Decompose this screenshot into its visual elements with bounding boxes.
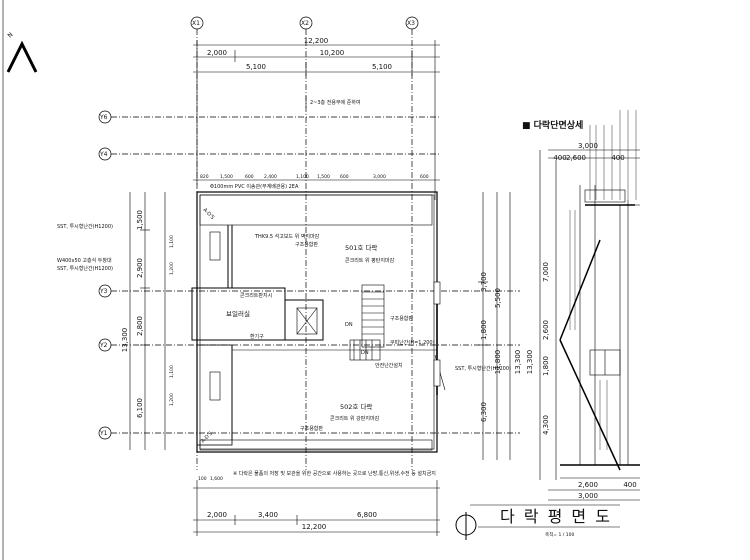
bottom-dim-6800: 6,800	[357, 511, 377, 519]
roof-note: 2~3층 전용부에 준하여	[310, 99, 361, 106]
title-symbol-icon	[455, 504, 620, 540]
section-left-dim-4300: 4,300	[542, 415, 550, 435]
right-dim-13300: 13,300	[514, 350, 522, 375]
left-dim-2800: 2,800	[136, 316, 144, 336]
bottom-dim-2000: 2,000	[207, 511, 227, 519]
right-dim-6300: 6,300	[480, 402, 488, 422]
grid-y1-label: Y1	[99, 430, 108, 437]
room-501-floor: 콘크리트 위 평탄지마감	[345, 257, 395, 264]
top-dim-5100-a: 5,100	[246, 63, 266, 71]
top-small-dims: 820 1,500 600 2,400 1,100 1,500 600 3,00…	[200, 174, 429, 180]
north-label: N	[6, 31, 14, 39]
section-bottom-dim-3000: 3,000	[578, 492, 598, 500]
svg-text:1,500: 1,500	[317, 174, 330, 180]
left-small-1: 1,100	[169, 235, 175, 248]
stair-note-2: 구조용합판	[300, 425, 323, 432]
grid-y2-label: Y2	[99, 342, 108, 349]
bottom-dim-3400: 3,400	[258, 511, 278, 519]
top-dim-2000: 2,000	[207, 49, 227, 57]
section-top-dim-3000: 3,000	[578, 142, 598, 150]
top-dim-10200: 10,200	[320, 49, 345, 57]
left-dim-2900: 2,900	[136, 258, 144, 278]
top-dim-5100-b: 5,100	[372, 63, 392, 71]
right-dim-5500: 5,500	[494, 288, 502, 308]
left-small-3: 1,100	[169, 365, 175, 378]
grid-y4-label: Y4	[99, 151, 108, 158]
bottom-total-dim: 12,200	[302, 523, 327, 531]
left-dim-1500: 1,500	[136, 210, 144, 230]
dn-label-2: DN	[361, 350, 369, 356]
left-small-4: 1,200	[169, 393, 175, 406]
room-502-label: 502호 다락	[340, 402, 372, 411]
top-dimension-lines	[193, 40, 440, 200]
w400-note: W400x50 고층식 두창대	[57, 257, 112, 264]
glass-note: Φ100mm PVC 이송관(부계배관용) 2EA	[210, 183, 299, 190]
svg-text:600: 600	[420, 174, 429, 180]
top-total-dim: 12,200	[304, 37, 329, 45]
room-502-floor: 콘크리트 위 강판지마감	[330, 415, 380, 422]
drawing-title: 다 락 평 면 도	[500, 507, 612, 526]
right-dim-1800: 1,800	[480, 320, 488, 340]
gypsum-note: THK9.5 석고보드 위 벽지마감	[254, 233, 320, 240]
right-dim-11800: 11,800	[494, 350, 502, 375]
grid-y3-label: Y3	[99, 288, 108, 295]
drawing-scale: 축척= 1 / 100	[545, 531, 574, 538]
shaft-note: 환기구	[250, 333, 264, 340]
boiler-room-label: 보일러실	[226, 309, 250, 318]
north-arrow-icon: N	[6, 31, 38, 73]
stair-note: 구조용합판	[390, 315, 413, 322]
sst-mid-note: SST, 투시형난간(H1200)	[57, 265, 113, 272]
section-annotations	[569, 110, 637, 450]
bottom-small-1600: 1,600	[210, 476, 223, 482]
section-header: ■ 다락단면상세	[522, 119, 583, 131]
bottom-small-100: 100	[198, 476, 207, 482]
bottom-note: ※ 다락은 물품의 저장 및 보관을 위한 공간으로 사용하는 곳으로 난방,통…	[233, 470, 436, 477]
svg-text:600: 600	[245, 174, 254, 180]
sst-top-note: SST, 투시형난간(H1200)	[57, 223, 113, 230]
section-left-dim-7000: 7,000	[542, 262, 550, 282]
dn-label-1: DN	[345, 322, 353, 328]
svg-text:1,500: 1,500	[220, 174, 233, 180]
grid-x2-label: X2	[301, 20, 309, 27]
section-detail	[539, 149, 640, 501]
vent-shaft	[296, 307, 318, 335]
left-dimension-lines	[129, 192, 166, 450]
right-dim-3700: 3,700	[480, 272, 488, 292]
safety-note: 안전난간설치	[375, 362, 403, 369]
plan-walls	[191, 191, 446, 453]
cut-mark-1: A-D'S	[202, 207, 216, 221]
section-top-dim-400b: 400	[553, 154, 566, 162]
svg-text:1,100: 1,100	[296, 174, 309, 180]
grid-x1-label: X1	[192, 20, 200, 27]
section-bottom-dim-2600: 2,600	[578, 481, 598, 489]
railing-note: 쿠피난간(H=1,200)	[390, 339, 435, 346]
section-bottom-dim-400: 400	[623, 481, 636, 489]
section-top-dim-2600: 2,600	[566, 154, 586, 162]
room-501-label: 501호 다락	[345, 243, 377, 252]
svg-text:600: 600	[340, 174, 349, 180]
plan-windows	[209, 231, 441, 401]
grid-x3-label: X3	[407, 20, 415, 27]
stairs	[349, 284, 385, 361]
insul-note: 구조용합판	[295, 241, 318, 248]
left-small-2: 1,200	[169, 262, 175, 275]
grid-y-markers	[98, 110, 520, 440]
section-left-dim-1800: 1,800	[542, 356, 550, 376]
svg-text:820: 820	[200, 174, 209, 180]
left-dim-6100: 6,100	[136, 398, 144, 418]
section-left-dim-2600: 2,600	[542, 320, 550, 340]
left-outer-dim: 13,300	[121, 328, 129, 353]
section-top-dim-400a: 400	[611, 154, 624, 162]
svg-text:2,400: 2,400	[264, 174, 277, 180]
concrete-note: 콘크리트판지시	[240, 292, 272, 299]
section-right-dim-13300: 13,300	[526, 350, 534, 375]
svg-text:3,000: 3,000	[373, 174, 386, 180]
grid-y6-label: Y6	[99, 114, 108, 121]
bottom-dimension-lines	[193, 480, 440, 536]
right-dimension-lines	[478, 192, 511, 460]
